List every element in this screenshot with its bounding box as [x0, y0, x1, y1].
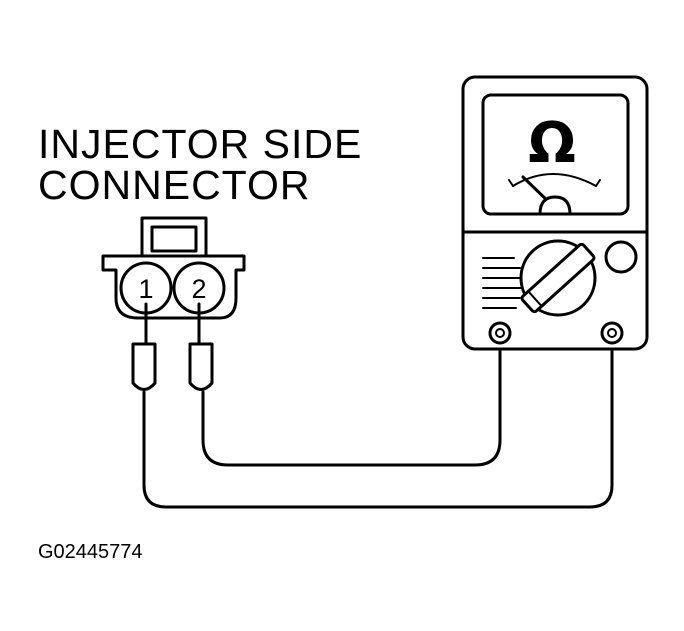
test-lead-wire-pin1	[142, 340, 614, 509]
knob-pointer-mark	[527, 290, 543, 308]
pin-2-label: 2	[191, 274, 206, 304]
meter-scale-tick	[508, 179, 514, 187]
injector-side-connector: 1 2	[101, 216, 246, 320]
ohmmeter: Ω	[461, 75, 649, 351]
test-lead-wire-pin2	[201, 340, 502, 467]
zero-adjust-button	[604, 240, 638, 274]
connector-latch-window	[150, 225, 198, 253]
connector-title-line1: INJECTOR SIDE	[38, 121, 362, 167]
meter-needle-pivot	[538, 195, 572, 216]
meter-jack-com-inner	[495, 328, 505, 338]
figure-code: G02445774	[38, 541, 143, 563]
meter-jack-com	[488, 321, 512, 345]
meter-scale-arc	[512, 173, 597, 187]
connector-title-line2: CONNECTOR	[38, 162, 310, 208]
meter-jack-ohm	[600, 321, 624, 345]
knob-grip	[520, 242, 596, 314]
ohm-symbol: Ω	[528, 111, 576, 176]
meter-scale-tick	[595, 179, 601, 187]
probe-body-1	[131, 342, 157, 391]
knob-grip-bar	[520, 242, 596, 314]
pin-1-label: 1	[138, 274, 153, 304]
range-selector-markings	[482, 257, 523, 309]
probe-body-2	[188, 342, 214, 391]
meter-jack-ohm-inner	[607, 328, 617, 338]
